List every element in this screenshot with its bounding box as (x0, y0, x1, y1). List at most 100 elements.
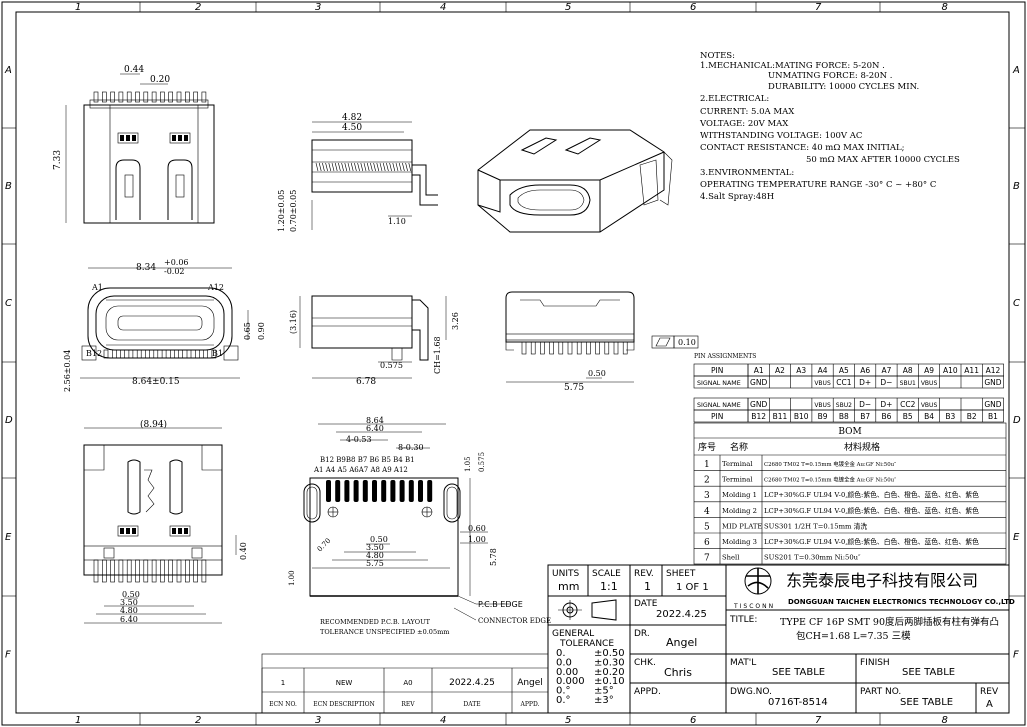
pin-table-cell: B5 (903, 412, 913, 421)
bom-row-spec: SUS301 1/2H T=0.15mm 清洗 (764, 521, 867, 530)
tol-row-value: ±0.50 (594, 648, 625, 659)
bom-row-spec: LCP+30%G.F UL94 V-0,颜色:紫色、白色、橙色、蓝色、红色、紫色 (764, 506, 979, 515)
connector-edge-label: CONNECTOR EDGE (478, 617, 551, 625)
label-a12: A12 (207, 283, 224, 292)
dim-side2-678: 6.78 (356, 377, 376, 387)
dim-pcb-864: 8.64 (366, 416, 384, 425)
dim-side-120: 1.20±0.05 (277, 190, 286, 232)
pcb-edge-label: P.C.B EDGE (478, 600, 523, 609)
pin-table-cell: SBU2 (836, 402, 852, 409)
rev-row-cell: Angel (517, 678, 543, 688)
dim-front-tol-m: -0.02 (164, 267, 185, 276)
tolerance-label: TOLERANCE (559, 639, 614, 649)
sheet-value: 1 OF 1 (676, 582, 709, 593)
dim-front-256: 2.56±0.04 (63, 350, 72, 392)
bom-row-name: Terminal (722, 460, 753, 468)
grid-col-bottom: 4 (440, 715, 446, 726)
bom-row-no: 1 (704, 460, 710, 470)
pin-table-caption: PIN ASSIGNMENTS (694, 353, 756, 360)
tol-row-place: 0.° (556, 686, 571, 697)
pin-table-cell: VBUS (921, 402, 938, 409)
pcb-layout-view: 8.64 6.40 4-0.53 8-0.30 B12 B9B8 B7 B6 B… (288, 416, 551, 636)
pin-table-cell: B4 (924, 412, 934, 421)
bom-row-spec: SUS201 T=0.30mm Ni:50u″ (764, 554, 861, 562)
pin-table-cell: A3 (796, 366, 806, 375)
dim-front-090: 0.90 (257, 322, 266, 340)
pin-table-cell: B9 (818, 412, 828, 421)
part-value: SEE TABLE (900, 697, 953, 708)
pin-table-cell: D+ (859, 378, 871, 387)
bom-row-name: Shell (722, 554, 739, 562)
flatness-010: 0.10 (678, 338, 696, 347)
tol-row-place: 0. (556, 648, 566, 659)
grid-col-bottom: 2 (195, 715, 201, 726)
grid-row-left: C (5, 298, 12, 309)
label-b12: B12 (86, 349, 102, 358)
dwg-value: 0716T-8514 (768, 697, 828, 708)
grid-col-top: 6 (690, 2, 696, 13)
note-line: CURRENT: 5.0A MAX (700, 107, 795, 117)
note-line: DURABILITY: 10000 CYCLES MIN. (768, 82, 919, 92)
note-line: OPERATING TEMPERATURE RANGE -30° C ~ +80… (700, 180, 936, 190)
pin-table-cell: B8 (839, 412, 849, 421)
dim-pcb-640: 6.40 (366, 424, 384, 433)
note-line: UNMATING FORCE: 8-20N . (768, 71, 892, 81)
pin-table-cell: A2 (775, 366, 785, 375)
rev2-value: A (986, 699, 993, 710)
rev-head-cell: DATE (463, 701, 480, 708)
rev-label: REV. (634, 569, 654, 579)
finish-label: FINISH (860, 658, 890, 668)
company-name-en: DONGGUAN TAICHEN ELECTRONICS TECHNOLOGY … (788, 598, 1015, 606)
pin-table-cell: D+ (880, 400, 892, 409)
pin-table-cell: A4 (818, 366, 828, 375)
bom-row-name: Molding 2 (722, 507, 757, 515)
rev-head-cell: REV (401, 701, 415, 708)
pin-table-cell: GND (750, 378, 767, 387)
part-label: PART NO. (860, 687, 901, 697)
pcb-pins-b: B12 B9B8 B7 B6 B5 B4 B1 (320, 456, 415, 464)
grid-col-top: 3 (315, 2, 321, 13)
bom-row-name: MID PLATE (722, 522, 762, 530)
bom-row-spec: C2680 TM02 T=0.15mm 电镀全金 Au:GF Ni:50u″ (764, 460, 896, 468)
pin-table-cell: B3 (945, 412, 955, 421)
dim-rear-050: 0.50 (588, 369, 606, 378)
grid-col-top: 2 (195, 2, 201, 13)
finish-value: SEE TABLE (902, 667, 955, 678)
company-logo (744, 567, 772, 595)
bottom-view: (8.94) 0.40 0.50 3.50 4.80 6.40 (83, 419, 248, 624)
general-label: GENERAL (552, 629, 594, 639)
pin-table-cell: SBU1 (900, 380, 916, 387)
note-line: CONTACT RESISTANCE: 40 mΩ MAX INITIAL; (700, 143, 905, 153)
dim-bot-040: 0.40 (239, 542, 248, 560)
pin-table-cell: A6 (860, 366, 870, 375)
dim-side-110: 1.10 (388, 217, 406, 226)
grid-col-bottom: 8 (942, 715, 948, 726)
bom-head-no: 序号 (698, 441, 716, 453)
dim-pcb-053: 4-0.53 (346, 435, 372, 444)
grid-col-top: 4 (440, 2, 446, 13)
dim-pcb-480: 4.80 (366, 551, 384, 560)
tol-row-place: 0.0 (556, 657, 572, 668)
grid-row-right: B (1013, 181, 1020, 192)
dim-pcb-105: 1.05 (464, 456, 472, 472)
rev-head-cell: ECN DESCRIPTION (313, 701, 375, 708)
grid-row-left: D (5, 415, 13, 426)
dim-pcb-575: 5.75 (366, 559, 384, 568)
pin-table-cell: VBUS (921, 380, 938, 387)
rev-row-cell: 2022.4.25 (449, 678, 495, 688)
rev-head-cell: ECN NO. (269, 701, 297, 708)
dim-pcb-350: 3.50 (366, 543, 384, 552)
grid-row-right: D (1013, 415, 1021, 426)
dim-top-044: 0.44 (124, 65, 144, 75)
dim-front-tol-p: +0.06 (164, 258, 189, 267)
tol-row-place: 0.000 (556, 676, 585, 687)
pin-table-cell: A11 (964, 366, 979, 375)
grid-col-bottom: 1 (75, 715, 81, 726)
pin-table-cell: A12 (986, 366, 1001, 375)
note-line: 4.Salt Spray:48H (700, 192, 774, 202)
date-label: DATE (634, 599, 658, 609)
